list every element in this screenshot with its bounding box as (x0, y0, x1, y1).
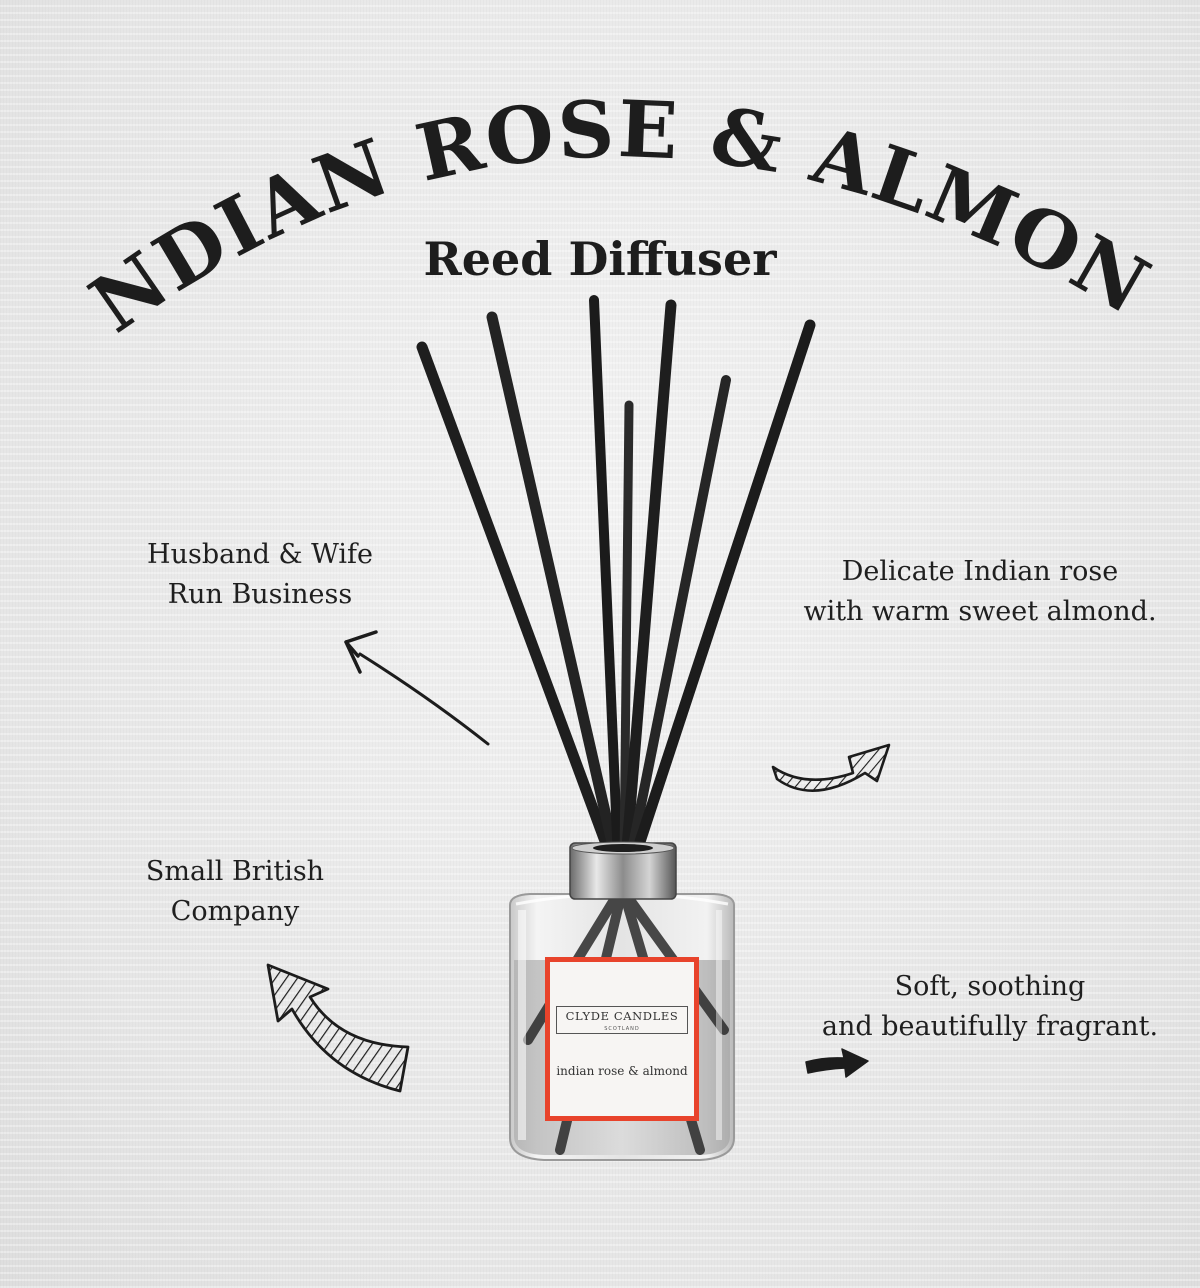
brand-frame: CLYDE CANDLES SCOTLAND (556, 1006, 688, 1034)
glass-highlight (716, 910, 722, 1140)
reed (416, 341, 618, 866)
feature-line: Run Business (167, 579, 353, 610)
reed (628, 319, 816, 866)
feature-line: Company (170, 896, 300, 927)
small-arrow-right-icon (805, 1048, 869, 1078)
scent-name: indian rose & almond (556, 1064, 688, 1078)
glass-highlight (518, 910, 526, 1140)
reed (589, 295, 623, 865)
reed (619, 400, 634, 865)
product-subtitle: Reed Diffuser (423, 232, 777, 286)
cap-opening (593, 844, 653, 852)
feature-line: Delicate Indian rose (841, 556, 1119, 587)
title-arc: INDIAN ROSE & ALMOND (0, 0, 1163, 350)
reed-diffuser-illustration (416, 295, 816, 1161)
bottle-label: CLYDE CANDLES SCOTLAND indian rose & alm… (545, 957, 699, 1121)
hatched-arrow-right-icon (771, 743, 891, 792)
hatched-arrow-up-icon (266, 963, 410, 1093)
feature-line: Husband & Wife (147, 539, 373, 570)
reeds (416, 295, 816, 866)
feature-line: and beautifully fragrant. (821, 1011, 1159, 1042)
arrow-up-left-icon (344, 630, 490, 746)
feature-husband-wife: Husband & Wife Run Business (120, 535, 400, 615)
reed (620, 299, 677, 866)
feature-line: with warm sweet almond. (803, 596, 1157, 627)
brand-region: SCOTLAND (604, 1026, 640, 1032)
feature-line: Soft, soothing (894, 971, 1086, 1002)
feature-small-british: Small British Company (110, 852, 360, 932)
reed (625, 375, 731, 865)
feature-soft-soothing: Soft, soothing and beautifully fragrant. (790, 967, 1190, 1047)
reed (486, 311, 622, 866)
brand-name: CLYDE CANDLES (565, 1009, 679, 1023)
feature-scent-description: Delicate Indian rose with warm sweet alm… (770, 552, 1190, 632)
feature-line: Small British (145, 856, 325, 887)
